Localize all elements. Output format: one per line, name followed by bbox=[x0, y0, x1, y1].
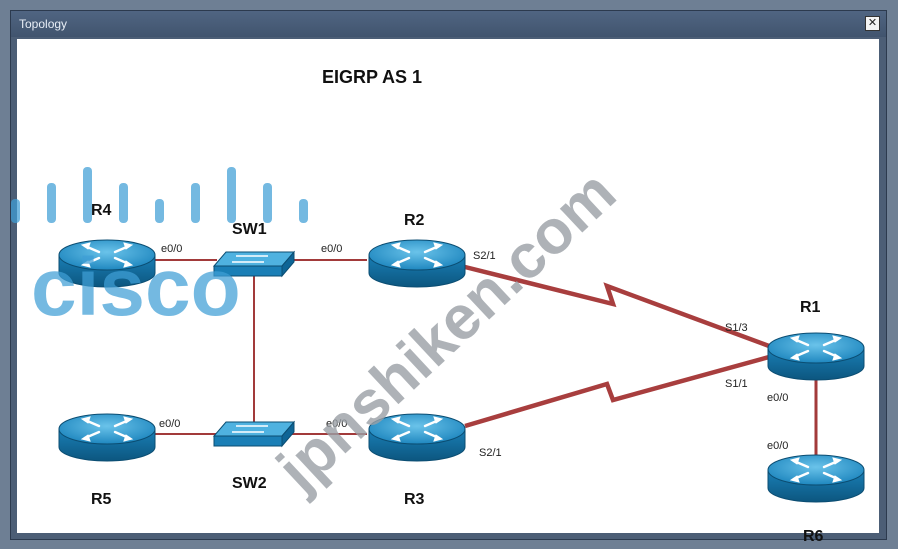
label-r5: R5 bbox=[91, 491, 112, 508]
label-sw1: SW1 bbox=[232, 221, 267, 238]
device-r5[interactable] bbox=[57, 412, 157, 463]
topology-canvas: EIGRP AS 1 R4 SW1 R2 R1 R5 SW2 R3 R6 e0/… bbox=[11, 39, 879, 545]
device-r6[interactable] bbox=[766, 453, 866, 504]
cisco-logo-text: cisco bbox=[31, 242, 241, 333]
serial-link-r2-r1 bbox=[464, 264, 770, 349]
label-r3: R3 bbox=[404, 491, 425, 508]
label-r4: R4 bbox=[91, 202, 112, 219]
topology-window: Topology ✕ bbox=[10, 10, 887, 545]
iface-r1-s11: S1/1 bbox=[725, 378, 748, 390]
close-button[interactable]: ✕ bbox=[865, 16, 880, 31]
diagram-title: EIGRP AS 1 bbox=[322, 67, 422, 87]
iface-r1-e0: e0/0 bbox=[767, 392, 788, 404]
iface-r1-s13: S1/3 bbox=[725, 322, 748, 334]
label-r2: R2 bbox=[404, 212, 425, 229]
iface-r2-e0: e0/0 bbox=[321, 243, 342, 255]
topology-diagram: EIGRP AS 1 R4 SW1 R2 R1 R5 SW2 R3 R6 e0/… bbox=[11, 67, 866, 545]
iface-r6-e0: e0/0 bbox=[767, 440, 788, 452]
cisco-logo-watermark: cisco bbox=[11, 167, 308, 333]
iface-r3-s: S2/1 bbox=[479, 447, 502, 459]
label-r1: R1 bbox=[800, 299, 821, 316]
label-sw2: SW2 bbox=[232, 475, 267, 492]
iface-r3-e0: e0/0 bbox=[326, 418, 347, 430]
links bbox=[152, 259, 818, 459]
serial-link-r3-r1 bbox=[464, 354, 770, 429]
window-title: Topology bbox=[19, 17, 68, 31]
device-r1[interactable] bbox=[766, 331, 866, 382]
window-titlebar[interactable]: Topology ✕ bbox=[11, 11, 886, 37]
iface-r5-e0: e0/0 bbox=[159, 418, 180, 430]
iface-r4-e0: e0/0 bbox=[161, 243, 182, 255]
iface-r2-s: S2/1 bbox=[473, 250, 496, 262]
label-r6: R6 bbox=[803, 528, 824, 545]
